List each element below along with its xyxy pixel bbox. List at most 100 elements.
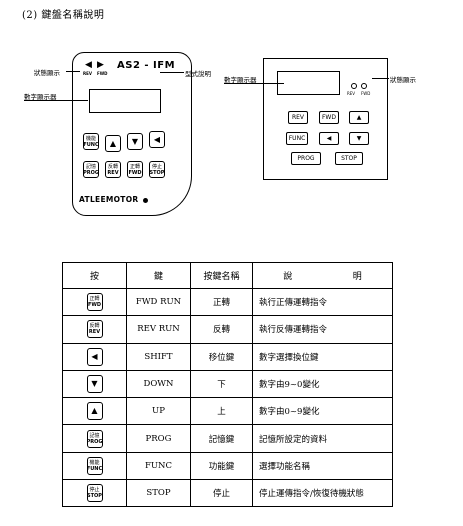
key-icon-cell: ▼ <box>62 369 127 399</box>
key-description: 執行正傳運轉指令 <box>252 287 393 317</box>
down-arrow-icon: ▼ <box>356 135 362 142</box>
panel-rev-button[interactable]: REV <box>288 111 308 124</box>
model-leader-line <box>160 72 184 73</box>
model-name: AS2 - IFM <box>117 60 176 71</box>
key-name: 功能鍵 <box>190 451 253 481</box>
key-icon-cell: ◀ <box>62 342 127 371</box>
key-name: 正轉 <box>190 287 253 317</box>
table-row: ▼ DOWN 下 數字由9~0變化 <box>62 369 393 399</box>
key-description: 記憶所設定的資料 <box>252 424 393 453</box>
remote-status-bar: ◀ ▶ REV FWD AS2 - IFM <box>81 59 181 81</box>
key-code: FUNC <box>126 451 191 481</box>
fwd-indicator-icon: ▶ <box>97 60 104 70</box>
key-description: 停止運傳指令/恢復待機狀態 <box>252 479 393 508</box>
remote-led-dot <box>143 198 148 203</box>
panel-up-button[interactable]: ▲ <box>349 111 369 124</box>
key-code: REV RUN <box>126 315 191 344</box>
key-icon-cell: ▲ <box>62 397 127 426</box>
up-arrow-icon: ▲ <box>109 138 117 148</box>
key-code: FWD RUN <box>126 287 191 317</box>
display-leader-line <box>24 100 88 101</box>
key-code: STOP <box>126 479 191 508</box>
left-arrow-icon: ◀ <box>153 134 161 144</box>
table-header-row: 按 鍵 按鍵名稱 說 明 <box>62 262 393 289</box>
panel-func-button[interactable]: FUNC <box>286 132 308 145</box>
key-name: 記憶鍵 <box>190 424 253 453</box>
header-key-2: 鍵 <box>126 262 191 289</box>
header-desc-1: 說 <box>252 262 323 289</box>
brand-logo: ATLEEMOTOR <box>79 195 139 204</box>
panel-keypad: REV FWD REV FWD ▲ FUNC ◀ ▼ PROG STOP <box>263 58 388 180</box>
key-code: PROG <box>126 424 191 453</box>
panel-prog-button[interactable]: PROG <box>291 152 321 165</box>
key-description: 數字由9~0變化 <box>252 369 393 399</box>
rev-led-icon <box>351 83 357 89</box>
key-name: 反轉 <box>190 315 253 344</box>
section-heading: (2) 鍵盤名稱說明 <box>22 10 105 21</box>
direction-leader-line-right <box>372 78 389 79</box>
direction-label-right: 狀態顯示 <box>390 76 416 84</box>
key-name: 移位鍵 <box>190 342 253 371</box>
up-arrow-icon: ▲ <box>356 114 362 121</box>
down-arrow-icon: ▼ <box>86 375 103 394</box>
key-name: 下 <box>190 369 253 399</box>
remote-up-button[interactable]: ▲ <box>105 135 121 152</box>
down-arrow-icon: ▼ <box>131 136 139 146</box>
left-arrow-icon: ◀ <box>86 347 103 366</box>
display-leader-line-right <box>224 83 284 84</box>
table-row: ◀ SHIFT 移位鍵 數字選擇換位鍵 <box>62 342 393 371</box>
fwd-indicator-label: FWD <box>97 71 108 76</box>
header-key-name: 按鍵名稱 <box>190 262 253 289</box>
panel-fwd-button[interactable]: FWD <box>319 111 339 124</box>
header-key-1: 按 <box>62 262 127 289</box>
remote-digital-display <box>89 89 161 113</box>
key-description: 數字選擇換位鍵 <box>252 342 393 371</box>
rev-indicator-icon: ◀ <box>85 60 92 70</box>
panel-down-button[interactable]: ▼ <box>349 132 369 145</box>
direction-label-left: 狀態顯示 <box>34 69 60 77</box>
rev-indicator-label: REV <box>83 71 92 76</box>
key-code: UP <box>126 397 191 426</box>
fwd-led-label: FWD <box>361 91 371 96</box>
display-label-right: 數字顯示器 <box>224 76 257 84</box>
up-arrow-icon: ▲ <box>86 402 103 421</box>
remote-shift-button[interactable]: ◀ <box>149 131 165 148</box>
remote-down-button[interactable]: ▼ <box>127 133 143 150</box>
display-label-left: 數字顯示器 <box>24 93 57 101</box>
left-arrow-icon: ◀ <box>326 135 332 142</box>
key-code: SHIFT <box>126 342 191 371</box>
key-description: 選擇功能名稱 <box>252 451 393 481</box>
model-label: 型式說明 <box>185 70 211 78</box>
panel-shift-button[interactable]: ◀ <box>319 132 339 145</box>
panel-stop-button[interactable]: STOP <box>335 152 363 165</box>
key-code: DOWN <box>126 369 191 399</box>
direction-leader-line <box>66 71 80 72</box>
fwd-led-icon <box>361 83 367 89</box>
key-description: 數字由0~9變化 <box>252 397 393 426</box>
table-row: ▲ UP 上 數字由0~9變化 <box>62 397 393 426</box>
panel-digital-display <box>277 71 340 95</box>
key-description: 執行反傳運轉指令 <box>252 315 393 344</box>
rev-led-label: REV <box>347 91 356 96</box>
